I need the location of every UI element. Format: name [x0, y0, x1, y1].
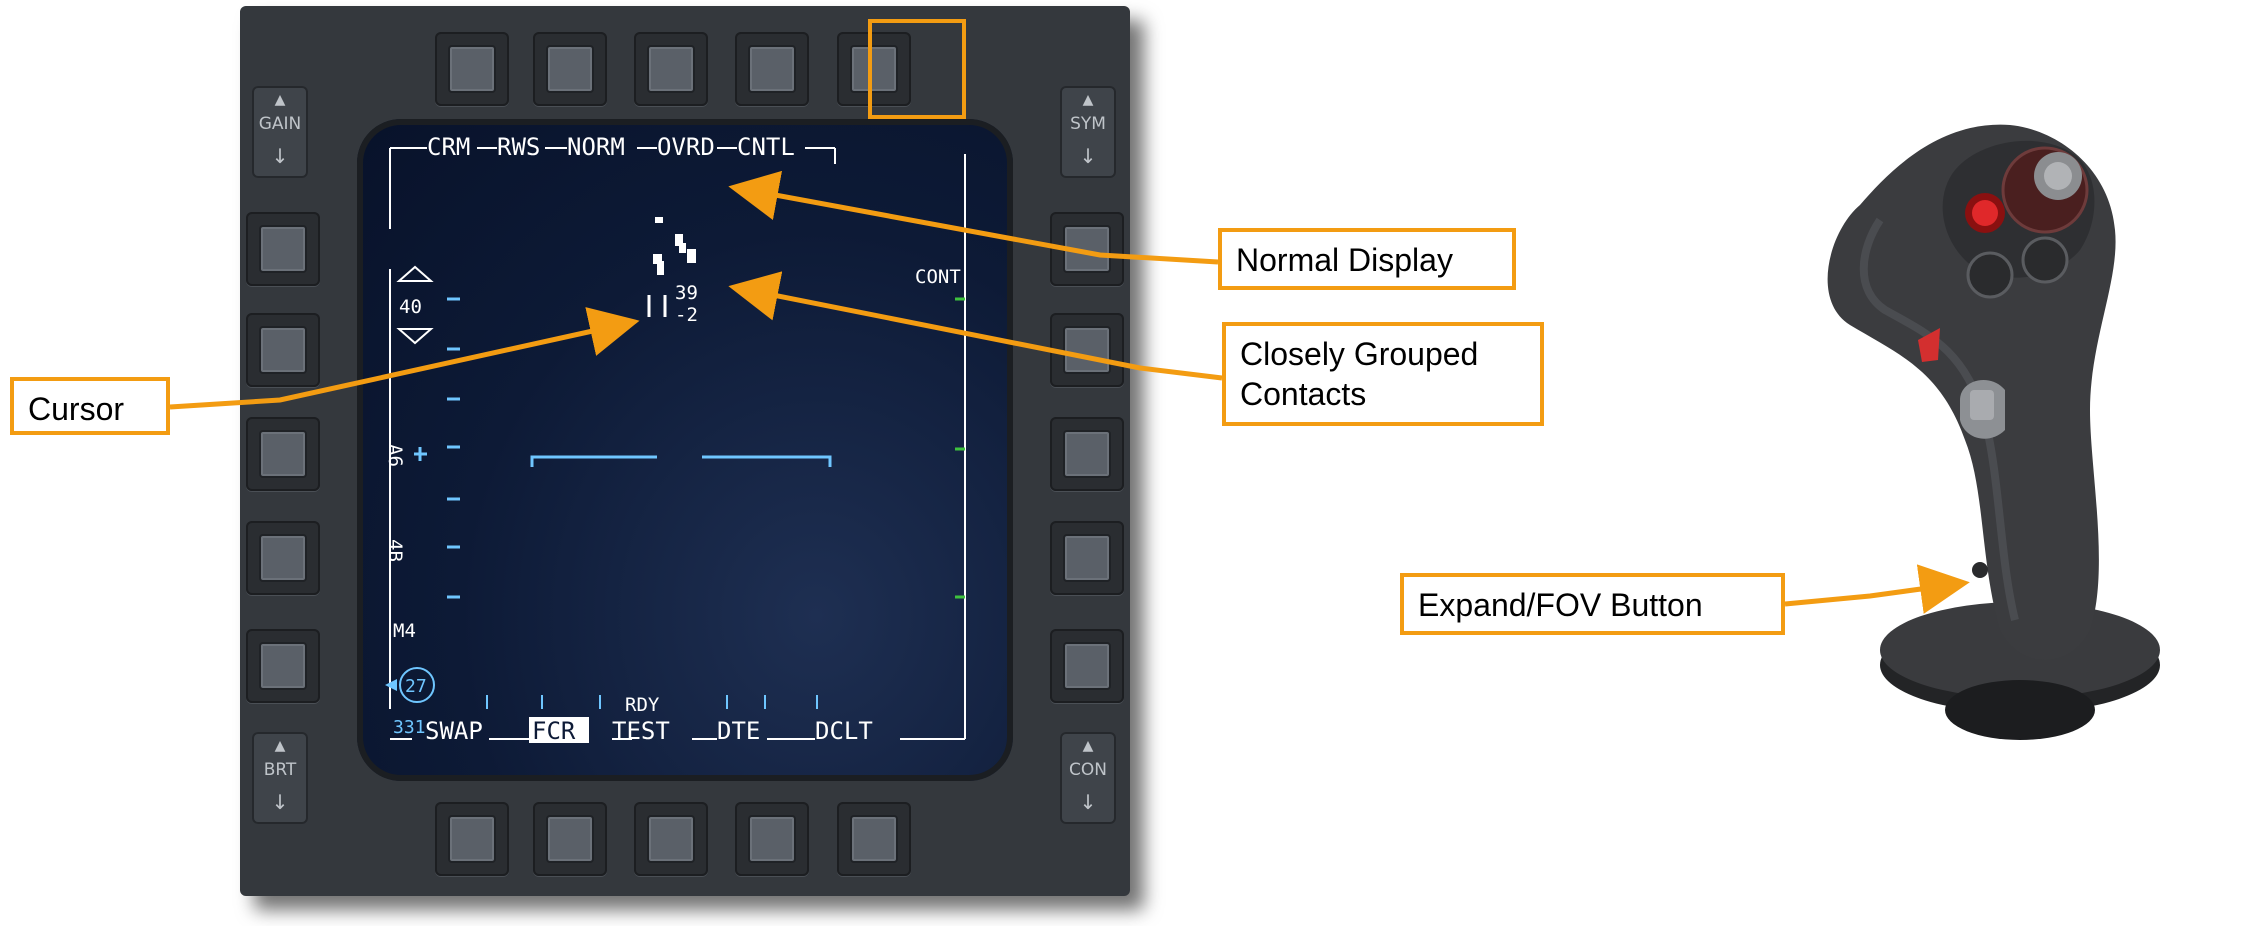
up-arrow-icon: ▲ — [1082, 92, 1094, 108]
down-arrow-icon: ↓ — [1079, 144, 1097, 168]
heading-bug: 27 — [385, 667, 435, 703]
azimuth-label: 4B — [384, 539, 406, 562]
range-value: 40 — [399, 296, 422, 318]
contact-altitude: 39 — [675, 282, 698, 304]
ready-label: RDY — [625, 694, 660, 716]
sym-rocker[interactable]: ▲ SYM ↓ — [1060, 86, 1116, 178]
bottom-left-code: 331 — [393, 717, 426, 738]
osb-right-3[interactable] — [1050, 417, 1124, 491]
label-test: TEST — [612, 717, 670, 745]
label-ovrd: OVRD — [657, 133, 715, 161]
cursor[interactable] — [647, 295, 667, 317]
mfd-screen: CRM RWS NORM OVRD CNTL 40 CONT — [357, 119, 1013, 781]
osb-top-2[interactable] — [533, 32, 607, 106]
osb-left-3[interactable] — [246, 417, 320, 491]
bar-scan-label: A6 — [384, 444, 406, 467]
expand-fov-callout: Expand/FOV Button — [1400, 573, 1785, 635]
osb-top-5[interactable] — [837, 32, 911, 106]
highlight-norm-osb — [868, 19, 966, 119]
osb-bottom-1[interactable] — [435, 802, 509, 876]
down-arrow-icon: ↓ — [271, 144, 289, 168]
label-fcr: FCR — [532, 717, 576, 745]
label-crm: CRM — [427, 133, 470, 161]
normal-display-callout: Normal Display — [1218, 228, 1516, 290]
osb-left-2[interactable] — [246, 313, 320, 387]
sidestick-controller — [1827, 124, 2160, 740]
down-arrow-icon: ↓ — [271, 790, 289, 814]
label-swap: SWAP — [425, 717, 483, 745]
gain-rocker[interactable]: ▲ GAIN ↓ — [252, 86, 308, 178]
osb-top-4[interactable] — [735, 32, 809, 106]
down-arrow-icon: ↓ — [1079, 790, 1097, 814]
fcr-highlight — [529, 717, 589, 743]
up-arrow-icon: ▲ — [274, 738, 286, 754]
osb-top-1[interactable] — [435, 32, 509, 106]
up-arrow-icon: ▲ — [1082, 738, 1094, 754]
osb-left-1[interactable] — [246, 212, 320, 286]
con-rocker[interactable]: ▲ CON ↓ — [1060, 732, 1116, 824]
osb-right-5[interactable] — [1050, 629, 1124, 703]
brt-rocker[interactable]: ▲ BRT ↓ — [252, 732, 308, 824]
osb-right-2[interactable] — [1050, 313, 1124, 387]
label-dclt: DCLT — [815, 717, 873, 745]
contact-closure: -2 — [675, 304, 698, 326]
osb-bottom-3[interactable] — [634, 802, 708, 876]
label-rws: RWS — [497, 133, 540, 161]
osb-bottom-4[interactable] — [735, 802, 809, 876]
svg-text:27: 27 — [405, 676, 427, 697]
cont-label: CONT — [915, 266, 961, 288]
osb-top-3[interactable] — [634, 32, 708, 106]
osb-bottom-5[interactable] — [837, 802, 911, 876]
label-cntl: CNTL — [737, 133, 795, 161]
up-arrow-icon: ▲ — [274, 92, 286, 108]
cursor-callout: Cursor — [10, 377, 170, 435]
label-norm: NORM — [567, 133, 625, 161]
mode-label: M4 — [393, 620, 416, 642]
osb-right-4[interactable] — [1050, 521, 1124, 595]
closely-grouped-callout: Closely Grouped Contacts — [1222, 322, 1544, 426]
osb-left-4[interactable] — [246, 521, 320, 595]
contact-group — [653, 217, 696, 275]
osb-bottom-2[interactable] — [533, 802, 607, 876]
label-dte: DTE — [717, 717, 760, 745]
osb-left-5[interactable] — [246, 629, 320, 703]
